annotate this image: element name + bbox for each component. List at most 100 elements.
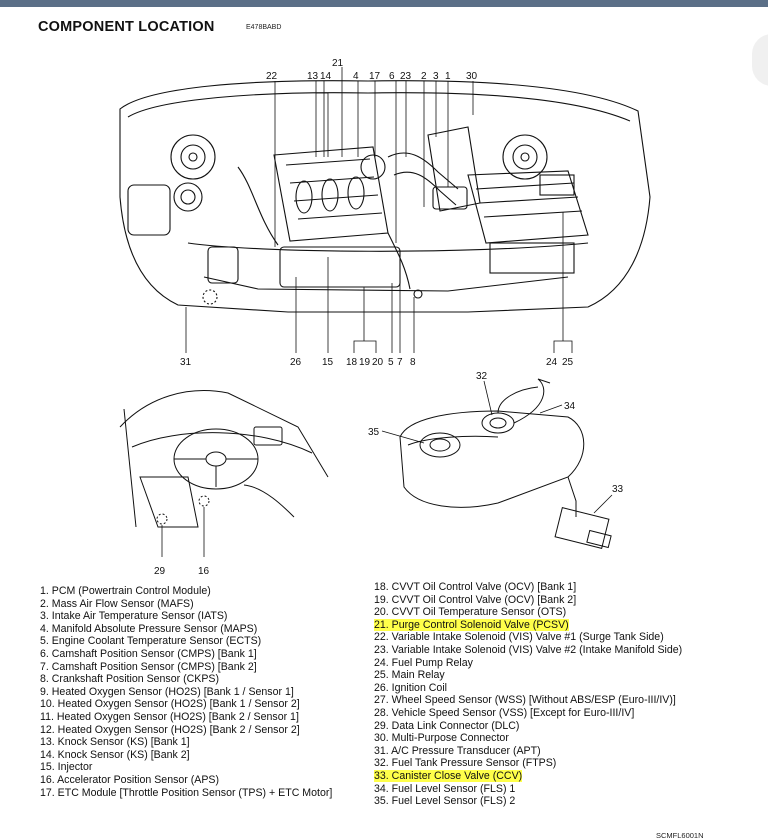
legend-item-text: 5. Engine Coolant Temperature Sensor (EC…: [40, 635, 262, 648]
legend-item-text: 16. Accelerator Position Sensor (APS): [40, 773, 220, 786]
legend-item: 11. Heated Oxygen Sensor (HO2S) [Bank 2 …: [40, 711, 332, 724]
callout-2: 2: [421, 71, 427, 82]
dash-callouts: [161, 507, 205, 557]
legend-item: 2. Mass Air Flow Sensor (MAFS): [40, 598, 332, 611]
legend-item-text: 15. Injector: [40, 761, 93, 774]
legend-item-text: 17. ETC Module [Throttle Position Sensor…: [40, 786, 333, 799]
callout-21: 21: [332, 58, 344, 69]
window-top-bar: [0, 0, 768, 7]
scroll-handle[interactable]: [752, 34, 768, 86]
legend-item-text: 3. Intake Air Temperature Sensor (IATS): [40, 610, 228, 623]
callout-3: 3: [433, 71, 439, 82]
legend-item-text: 20. CVVT Oil Temperature Sensor (OTS): [374, 606, 567, 619]
legend-item-text: 22. Variable Intake Solenoid (VIS) Valve…: [374, 631, 664, 644]
legend-item-text: 33. Canister Close Valve (CCV): [374, 769, 523, 782]
legend-item-text: 7. Camshaft Position Sensor (CMPS) [Bank…: [40, 660, 257, 673]
legend-item-text: 14. Knock Sensor (KS) [Bank 2]: [40, 748, 190, 761]
legend-item: 18. CVVT Oil Control Valve (OCV) [Bank 1…: [374, 581, 682, 594]
legend-item: 24. Fuel Pump Relay: [374, 657, 682, 670]
component-location-diagram: 22 13 14 21 4 17 6 23 2 3 1 30 31 26 15 …: [119, 58, 651, 577]
document-page: COMPONENT LOCATION E478BABD: [28, 7, 728, 840]
callout-16: 16: [198, 566, 210, 577]
document-code: E478BABD: [246, 24, 282, 31]
callout-23: 23: [400, 71, 412, 82]
callout-17: 17: [369, 71, 381, 82]
legend-item-text: 9. Heated Oxygen Sensor (HO2S) [Bank 1 /…: [40, 685, 294, 698]
legend-item-text: 35. Fuel Level Sensor (FLS) 2: [374, 795, 516, 808]
fuel-tank-sketch: [399, 378, 612, 549]
callout-32: 32: [476, 371, 488, 382]
callout-31: 31: [180, 357, 192, 368]
callout-25: 25: [562, 357, 574, 368]
legend-item: 19. CVVT Oil Control Valve (OCV) [Bank 2…: [374, 594, 682, 607]
callout-5: 5: [388, 357, 394, 368]
legend-item: 10. Heated Oxygen Sensor (HO2S) [Bank 1 …: [40, 698, 332, 711]
callout-4: 4: [353, 71, 359, 82]
legend-item-text: 29. Data Link Connector (DLC): [374, 719, 520, 732]
legend-item-text: 12. Heated Oxygen Sensor (HO2S) [Bank 2 …: [40, 723, 300, 736]
callout-26: 26: [290, 357, 302, 368]
engine-callouts: [185, 67, 573, 353]
legend-item-text: 23. Variable Intake Solenoid (VIS) Valve…: [374, 643, 683, 656]
callout-18: 18: [346, 357, 358, 368]
engine-callout-labels: 22 13 14 21 4 17 6 23 2 3 1 30 31 26 15 …: [180, 58, 574, 368]
callout-14: 14: [320, 71, 332, 82]
legend-item: 25. Main Relay: [374, 669, 682, 682]
legend-item: 34. Fuel Level Sensor (FLS) 1: [374, 783, 682, 796]
page-title: COMPONENT LOCATION: [38, 19, 215, 35]
callout-1: 1: [445, 71, 451, 82]
legend-item-text: 13. Knock Sensor (KS) [Bank 1]: [40, 736, 190, 749]
legend-item-text: 28. Vehicle Speed Sensor (VSS) [Except f…: [374, 706, 635, 719]
legend-item-text: 19. CVVT Oil Control Valve (OCV) [Bank 2…: [374, 593, 577, 606]
legend-item-text: 24. Fuel Pump Relay: [374, 656, 473, 669]
legend-item: 31. A/C Pressure Transducer (APT): [374, 745, 682, 758]
legend-item: 32. Fuel Tank Pressure Sensor (FTPS): [374, 757, 682, 770]
legend-item: 28. Vehicle Speed Sensor (VSS) [Except f…: [374, 707, 682, 720]
callout-34: 34: [564, 401, 576, 412]
legend-item: 6. Camshaft Position Sensor (CMPS) [Bank…: [40, 648, 332, 661]
legend-item: 26. Ignition Coil: [374, 682, 682, 695]
legend-right-column: 18. CVVT Oil Control Valve (OCV) [Bank 1…: [374, 581, 682, 808]
legend-item-text: 18. CVVT Oil Control Valve (OCV) [Bank 1…: [374, 581, 577, 593]
legend-item: 13. Knock Sensor (KS) [Bank 1]: [40, 736, 332, 749]
legend-item-text: 30. Multi-Purpose Connector: [374, 732, 509, 745]
legend-item: 30. Multi-Purpose Connector: [374, 732, 682, 745]
legend-item-text: 8. Crankshaft Position Sensor (CKPS): [40, 673, 219, 686]
legend-item: 23. Variable Intake Solenoid (VIS) Valve…: [374, 644, 682, 657]
callout-22: 22: [266, 71, 278, 82]
dashboard-sketch: [119, 390, 329, 528]
legend-item: 20. CVVT Oil Temperature Sensor (OTS): [374, 606, 682, 619]
legend-left-column: 1. PCM (Powertrain Control Module)2. Mas…: [40, 585, 332, 799]
callout-35: 35: [368, 427, 380, 438]
legend-item: 16. Accelerator Position Sensor (APS): [40, 774, 332, 787]
legend-item-text: 26. Ignition Coil: [374, 681, 448, 694]
legend-item: 27. Wheel Speed Sensor (WSS) [Without AB…: [374, 694, 682, 707]
callout-15: 15: [322, 357, 334, 368]
legend-item-text: 11. Heated Oxygen Sensor (HO2S) [Bank 2 …: [40, 710, 299, 723]
legend-item: 17. ETC Module [Throttle Position Sensor…: [40, 787, 332, 800]
legend-item: 4. Manifold Absolute Pressure Sensor (MA…: [40, 623, 332, 636]
legend-item: 14. Knock Sensor (KS) [Bank 2]: [40, 749, 332, 762]
callout-33: 33: [612, 484, 624, 495]
legend-item: 9. Heated Oxygen Sensor (HO2S) [Bank 1 /…: [40, 686, 332, 699]
legend-item-text: 27. Wheel Speed Sensor (WSS) [Without AB…: [374, 694, 676, 707]
tank-callout-labels: 32 34 35 33: [368, 371, 624, 495]
legend-item-text: 1. PCM (Powertrain Control Module): [40, 585, 211, 597]
legend-item-text: 4. Manifold Absolute Pressure Sensor (MA…: [40, 622, 258, 635]
legend-item: 7. Camshaft Position Sensor (CMPS) [Bank…: [40, 661, 332, 674]
callout-20: 20: [372, 357, 384, 368]
legend-item: 1. PCM (Powertrain Control Module): [40, 585, 332, 598]
legend-item-text: 25. Main Relay: [374, 669, 445, 682]
callout-24: 24: [546, 357, 558, 368]
section-header: COMPONENT LOCATION E478BABD: [38, 18, 281, 36]
legend-item: 12. Heated Oxygen Sensor (HO2S) [Bank 2 …: [40, 724, 332, 737]
legend-item: 5. Engine Coolant Temperature Sensor (EC…: [40, 635, 332, 648]
legend-item: 35. Fuel Level Sensor (FLS) 2: [374, 795, 682, 808]
figure-code: SCMFL6001N: [656, 831, 704, 840]
legend-item: 29. Data Link Connector (DLC): [374, 720, 682, 733]
tank-callouts: [381, 380, 613, 514]
legend-item: 8. Crankshaft Position Sensor (CKPS): [40, 673, 332, 686]
legend-item-text: 10. Heated Oxygen Sensor (HO2S) [Bank 1 …: [40, 698, 300, 711]
legend-item-text: 34. Fuel Level Sensor (FLS) 1: [374, 782, 516, 795]
dash-callout-labels: 29 16: [154, 566, 210, 577]
